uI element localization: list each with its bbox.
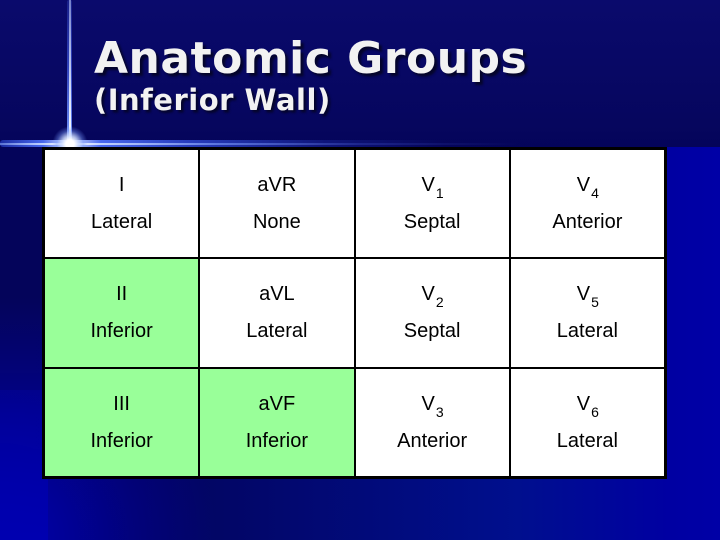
lead-label: I (118, 174, 125, 197)
table-cell-lead-aVR: aVR None (200, 150, 354, 258)
group-label: Anterior (552, 211, 623, 234)
lead-label: V4 (576, 174, 599, 202)
slide-background-top (0, 0, 720, 147)
group-label: Inferior (90, 320, 153, 343)
table-cell-lead-V2: V2 Septal (355, 259, 509, 367)
group-label: Inferior (90, 429, 153, 452)
lead-label: V5 (576, 283, 599, 311)
group-label: None (252, 211, 301, 234)
table-cell-lead-V3: V3 Anterior (355, 368, 509, 476)
group-label: Lateral (556, 429, 618, 452)
title-block: Anatomic Groups (Inferior Wall) (94, 34, 527, 117)
left-edge-stripe (0, 0, 48, 540)
group-label: Inferior (245, 429, 308, 452)
lead-label: aVR (257, 174, 297, 197)
group-label: Lateral (91, 211, 153, 234)
table-cell-lead-II: II Inferior (45, 259, 199, 367)
slide-title: Anatomic Groups (94, 33, 528, 84)
table-cell-lead-V6: V6 Lateral (510, 368, 664, 476)
table-cell-lead-I: I Lateral (45, 150, 199, 258)
lead-label: aVL (259, 283, 295, 306)
group-label: Septal (403, 320, 461, 343)
lead-label: aVF (258, 392, 296, 415)
lead-label: III (113, 392, 130, 415)
lead-label: II (116, 283, 128, 306)
group-label: Lateral (246, 320, 308, 343)
table-cell-lead-V1: V1 Septal (355, 150, 509, 258)
vertical-accent-line-core (69, 0, 71, 147)
lead-label: V1 (421, 174, 444, 202)
group-label: Anterior (397, 429, 468, 452)
horizontal-accent-line-core (0, 143, 720, 145)
lead-label: V2 (421, 283, 444, 311)
lead-label: V6 (576, 392, 599, 420)
table-cell-lead-V5: V5 Lateral (510, 259, 664, 367)
table-cell-lead-aVF: aVF Inferior (200, 368, 354, 476)
table-cell-lead-III: III Inferior (45, 368, 199, 476)
group-label: Lateral (556, 320, 618, 343)
table-cell-lead-V4: V4 Anterior (510, 150, 664, 258)
lead-label: V3 (421, 392, 444, 420)
slide-subtitle: (Inferior Wall) (94, 83, 331, 117)
table-cell-lead-aVL: aVL Lateral (200, 259, 354, 367)
group-label: Septal (403, 211, 461, 234)
anatomic-groups-table: I Lateral aVR None V1 Septal V4 Anterior… (42, 147, 667, 479)
